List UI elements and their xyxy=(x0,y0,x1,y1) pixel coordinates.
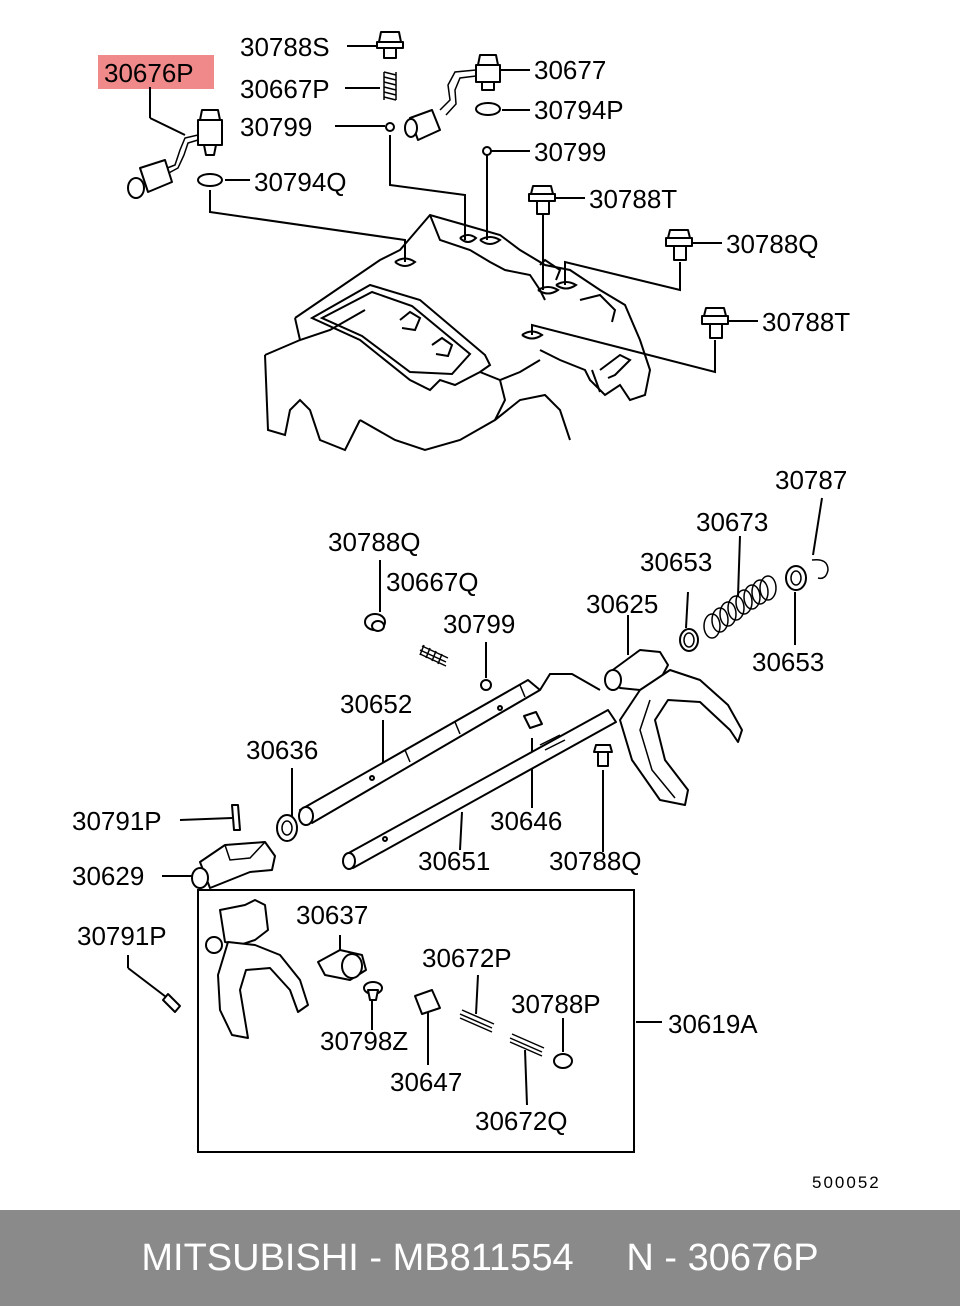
bolt-30788Q-lower xyxy=(593,744,613,767)
pin-30646 xyxy=(523,711,543,729)
bolt-30788S xyxy=(376,31,404,59)
switch-30676P xyxy=(127,109,223,199)
shift-rail-30651 xyxy=(342,709,617,870)
label-30619A: 30619A xyxy=(668,1009,758,1039)
spring-30672P xyxy=(459,1009,495,1033)
bolt-30788T-upper xyxy=(528,185,556,215)
switch-30677 xyxy=(404,54,501,156)
label-30677: 30677 xyxy=(534,55,606,85)
label-30667Q: 30667Q xyxy=(386,567,479,597)
ring-30653-left xyxy=(679,628,699,652)
footer-text: MITSUBISHI - MB811554 N - 30676P xyxy=(141,1236,819,1279)
spring-30667P xyxy=(383,71,397,101)
shift-fork-30625 xyxy=(604,649,743,806)
plug-30788P xyxy=(553,1053,573,1069)
label-30788S: 30788S xyxy=(240,32,330,62)
label-30637: 30637 xyxy=(296,900,368,930)
bushing-30636 xyxy=(276,814,298,842)
label-30672P: 30672P xyxy=(422,943,512,973)
label-30788Q-middle: 30788Q xyxy=(328,527,421,557)
part-labels: 30788S 30676P 30667P 30799 30794Q 30677 … xyxy=(72,32,881,1192)
label-30794P: 30794P xyxy=(534,95,624,125)
spring-30673 xyxy=(703,575,777,639)
bolt-30798Z xyxy=(363,981,383,1001)
label-30788T-upper: 30788T xyxy=(589,184,677,214)
bolt-30788T-lower xyxy=(701,307,729,339)
label-30788Q-upper: 30788Q xyxy=(726,229,819,259)
bolt-30788Q-middle xyxy=(364,613,386,632)
holder-30637 xyxy=(317,949,367,981)
spring-30672Q xyxy=(509,1033,545,1057)
label-30788P: 30788P xyxy=(511,989,601,1019)
label-30667P: 30667P xyxy=(240,74,330,104)
label-30646: 30646 xyxy=(490,806,562,836)
plunger-30647 xyxy=(414,989,441,1015)
label-30653-right: 30653 xyxy=(752,647,824,677)
label-30673: 30673 xyxy=(696,507,768,537)
label-30676P: 30676P xyxy=(104,58,194,88)
parts-diagram: 30788S 30676P 30667P 30799 30794Q 30677 … xyxy=(72,31,881,1192)
shift-fork-inner xyxy=(205,899,309,1039)
assembly-box-30619A xyxy=(197,889,635,1153)
label-30652: 30652 xyxy=(340,689,412,719)
pin-30791P-lower xyxy=(162,993,181,1013)
label-30653-left: 30653 xyxy=(640,547,712,577)
label-30791P-lower: 30791P xyxy=(77,921,167,951)
ball-30799-lower xyxy=(480,679,492,691)
label-30798Z: 30798Z xyxy=(320,1026,408,1056)
label-30799-lower: 30799 xyxy=(443,609,515,639)
label-30647: 30647 xyxy=(390,1067,462,1097)
lower-leader-lines xyxy=(127,497,823,1106)
ring-30653-right xyxy=(785,565,807,591)
pin-30791P-upper xyxy=(231,804,241,831)
snap-ring-30787 xyxy=(811,558,829,580)
label-30794Q: 30794Q xyxy=(254,167,347,197)
case-leader-lines xyxy=(149,45,758,374)
highlight-box xyxy=(98,55,214,89)
shift-rail-30652 xyxy=(298,679,541,826)
label-30791P-upper: 30791P xyxy=(72,806,162,836)
label-30788Q-lower: 30788Q xyxy=(549,846,642,876)
block-30629 xyxy=(191,841,276,889)
bolt-30788Q-upper xyxy=(665,229,693,261)
label-30629: 30629 xyxy=(72,861,144,891)
footer-bar: MITSUBISHI - MB811554 N - 30676P xyxy=(0,1210,960,1306)
diagram-code: 500052 xyxy=(812,1173,881,1192)
label-30625: 30625 xyxy=(586,589,658,619)
ball-30799-top xyxy=(385,122,395,132)
label-30651: 30651 xyxy=(418,846,490,876)
label-30799-top: 30799 xyxy=(240,112,312,142)
label-30672Q: 30672Q xyxy=(475,1106,568,1136)
transmission-case xyxy=(264,213,652,452)
label-30799-second: 30799 xyxy=(534,137,606,167)
spring-30667Q xyxy=(419,644,449,667)
label-30636: 30636 xyxy=(246,735,318,765)
label-30788T-lower: 30788T xyxy=(762,307,850,337)
label-30787: 30787 xyxy=(775,465,847,495)
